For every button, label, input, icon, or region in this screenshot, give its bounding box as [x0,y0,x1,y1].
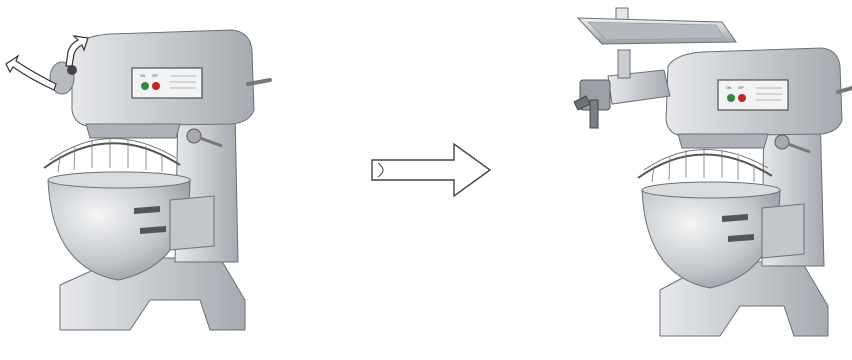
on-button [141,82,149,90]
mixer-before: ON OFF [0,0,280,360]
transition-arrow-icon [368,140,496,200]
panel-label-on: ON [726,86,732,90]
mixer-after: ON OFF [572,0,852,360]
safety-cage [44,143,180,168]
off-button [152,82,160,90]
safety-cage [638,154,772,178]
on-button [727,94,735,102]
mixer-before-illustration: ON OFF [0,0,280,360]
panel-label-off: OFF [738,86,744,90]
mixer-after-illustration: ON OFF [572,0,852,360]
panel-label-off: OFF [152,74,158,78]
off-button [738,94,746,102]
panel-label-on: ON [140,74,146,78]
